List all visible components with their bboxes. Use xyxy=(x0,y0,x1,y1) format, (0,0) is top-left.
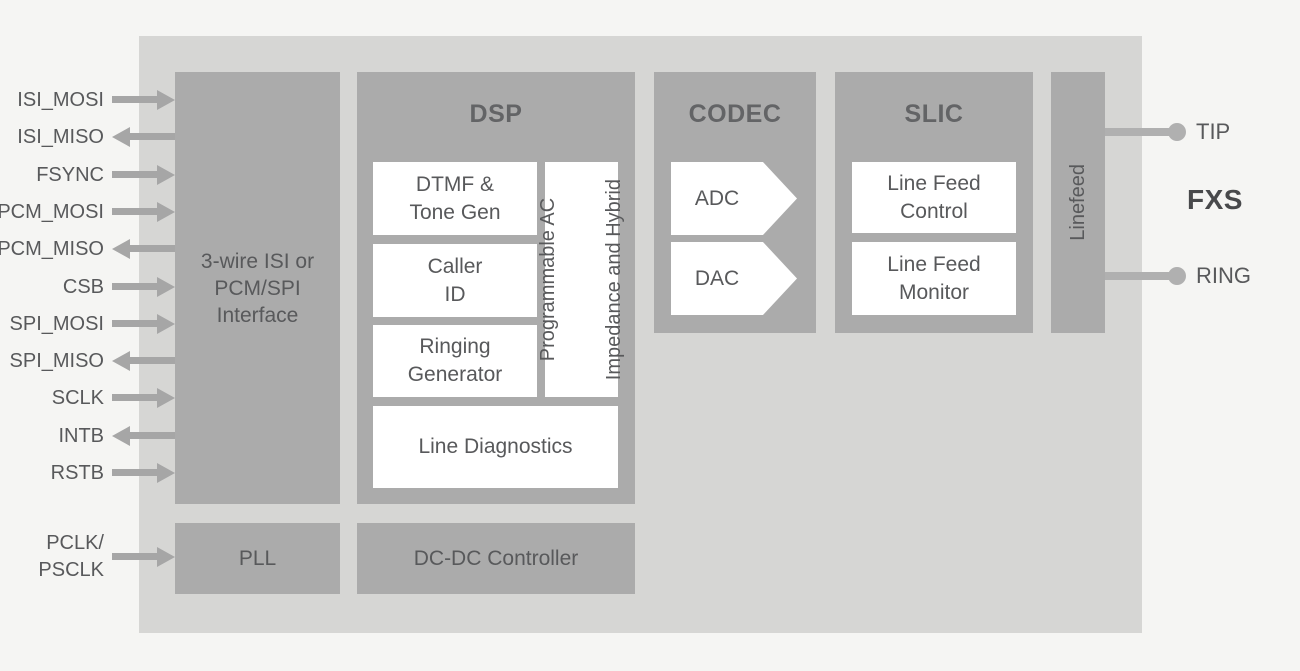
arrowhead-icon xyxy=(157,277,175,297)
pin-label-csb: CSB xyxy=(62,276,104,298)
arrow-shaft xyxy=(112,553,161,560)
arrowhead-icon xyxy=(157,547,175,567)
pin-label-pcm_miso: PCM_MISO xyxy=(0,238,104,260)
arrow-shaft xyxy=(112,469,161,476)
dcdc-label: DC-DC Controller xyxy=(413,547,579,570)
pin-arrow-in-icon xyxy=(112,463,175,483)
pin-arrow-out-icon xyxy=(112,351,175,371)
block-pll: PLL xyxy=(175,523,340,594)
dsp-programmable-ac-hybrid-box: Programmable AC Impedance and Hybrid xyxy=(537,162,625,397)
pin-label-pcm_mosi: PCM_MOSI xyxy=(0,201,104,223)
dsp-title: DSP xyxy=(469,100,523,128)
pin-label-intb: INTB xyxy=(58,425,104,447)
block-dsp: DSP DTMF & Tone Gen Caller ID Ringing Ge… xyxy=(357,72,635,504)
slic-title: SLIC xyxy=(904,100,964,128)
pll-label: PLL xyxy=(238,547,277,570)
arrowhead-icon xyxy=(112,127,130,147)
arrow-shaft xyxy=(112,171,161,178)
arrowhead-icon xyxy=(157,202,175,222)
dsp-ringing-generator-box: Ringing Generator xyxy=(373,325,537,397)
tip-line xyxy=(1105,128,1171,136)
arrowhead-icon xyxy=(157,388,175,408)
pin-label-spi_mosi: SPI_MOSI xyxy=(9,313,104,335)
arrowhead-icon xyxy=(157,314,175,334)
codec-title: CODEC xyxy=(688,100,782,128)
linefeed-label: Linefeed xyxy=(1066,164,1089,241)
arrow-shaft xyxy=(112,320,161,327)
block-codec: CODEC ADC DAC xyxy=(654,72,816,333)
ring-terminal-icon xyxy=(1168,267,1186,285)
pin-arrow-out-icon xyxy=(112,426,175,446)
dsp-line-diagnostics-box: Line Diagnostics xyxy=(373,406,618,488)
tip-terminal-icon xyxy=(1168,123,1186,141)
arrow-shaft xyxy=(126,133,175,140)
arrow-shaft xyxy=(126,245,175,252)
pin-arrow-in-icon xyxy=(112,388,175,408)
arrow-shaft xyxy=(112,96,161,103)
impedance-hybrid-line: Impedance and Hybrid xyxy=(603,178,625,381)
pin-label-fsync: FSYNC xyxy=(36,164,104,186)
programmable-ac-line: Programmable AC xyxy=(537,197,559,362)
pin-arrow-in-icon xyxy=(112,314,175,334)
arrowhead-icon xyxy=(157,90,175,110)
codec-adc-box: ADC xyxy=(671,162,797,235)
interface-label: 3-wire ISI or PCM/SPI Interface xyxy=(200,249,315,327)
tip-label: TIP xyxy=(1196,119,1231,144)
dsp-caller-id-box: Caller ID xyxy=(373,244,537,317)
programmable-ac-hybrid-label: Programmable AC Impedance and Hybrid xyxy=(499,179,664,380)
dsp-dtmf-tone-gen-box: DTMF & Tone Gen xyxy=(373,162,537,235)
pin-arrow-out-icon xyxy=(112,239,175,259)
arrowhead-icon xyxy=(112,351,130,371)
fxs-label: FXS xyxy=(1187,184,1243,215)
pin-arrow-out-icon xyxy=(112,127,175,147)
pin-arrow-in-icon xyxy=(112,277,175,297)
ring-label: RING xyxy=(1196,263,1251,288)
pin-label-rstb: RSTB xyxy=(50,462,104,484)
pin-label-pclk-psclk: PCLK/ PSCLK xyxy=(38,532,104,581)
arrow-shaft xyxy=(112,283,161,290)
block-interface: 3-wire ISI or PCM/SPI Interface xyxy=(175,72,340,504)
pin-arrow-in-icon xyxy=(112,547,175,567)
pin-label-sclk: SCLK xyxy=(51,387,104,409)
block-dcdc-controller: DC-DC Controller xyxy=(357,523,635,594)
arrow-shaft xyxy=(112,208,161,215)
arrow-shaft xyxy=(126,357,175,364)
codec-dac-box: DAC xyxy=(671,242,797,315)
arrow-shaft xyxy=(126,432,175,439)
block-slic: SLIC Line Feed Control Line Feed Monitor xyxy=(835,72,1033,333)
ring-line xyxy=(1105,272,1171,280)
pin-label-isi_mosi: ISI_MOSI xyxy=(17,89,104,111)
arrow-shaft xyxy=(112,394,161,401)
arrowhead-icon xyxy=(112,426,130,446)
pin-arrow-in-icon xyxy=(112,165,175,185)
arrowhead-icon xyxy=(157,463,175,483)
pin-label-isi_miso: ISI_MISO xyxy=(17,126,104,148)
pin-arrow-in-icon xyxy=(112,202,175,222)
pin-arrow-in-icon xyxy=(112,90,175,110)
arrowhead-icon xyxy=(157,165,175,185)
pin-label-spi_miso: SPI_MISO xyxy=(9,350,104,372)
block-linefeed: Linefeed xyxy=(1051,72,1105,333)
slic-line-feed-control-box: Line Feed Control xyxy=(852,162,1016,233)
arrowhead-icon xyxy=(112,239,130,259)
slic-line-feed-monitor-box: Line Feed Monitor xyxy=(852,242,1016,315)
